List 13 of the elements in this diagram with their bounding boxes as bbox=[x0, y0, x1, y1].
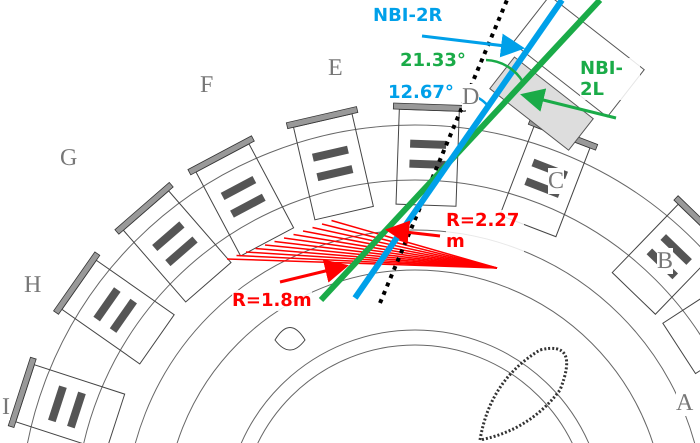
leader-arrow bbox=[520, 88, 616, 120]
port-letter: C bbox=[548, 168, 564, 194]
port-letter: D bbox=[462, 84, 480, 110]
port-letter: B bbox=[657, 248, 674, 274]
angle-label: 21.33° bbox=[400, 50, 466, 71]
leader-arrow bbox=[422, 34, 525, 58]
leader-arrow bbox=[280, 259, 349, 284]
leader-arrow bbox=[385, 220, 440, 244]
beam-label: NBI- 2L bbox=[580, 58, 640, 100]
beam-label: R=1.8m bbox=[232, 290, 312, 311]
angle-label: 12.67° bbox=[388, 82, 454, 103]
beam-label: R=2.27 m bbox=[446, 210, 524, 252]
port-letter: A bbox=[676, 390, 694, 416]
